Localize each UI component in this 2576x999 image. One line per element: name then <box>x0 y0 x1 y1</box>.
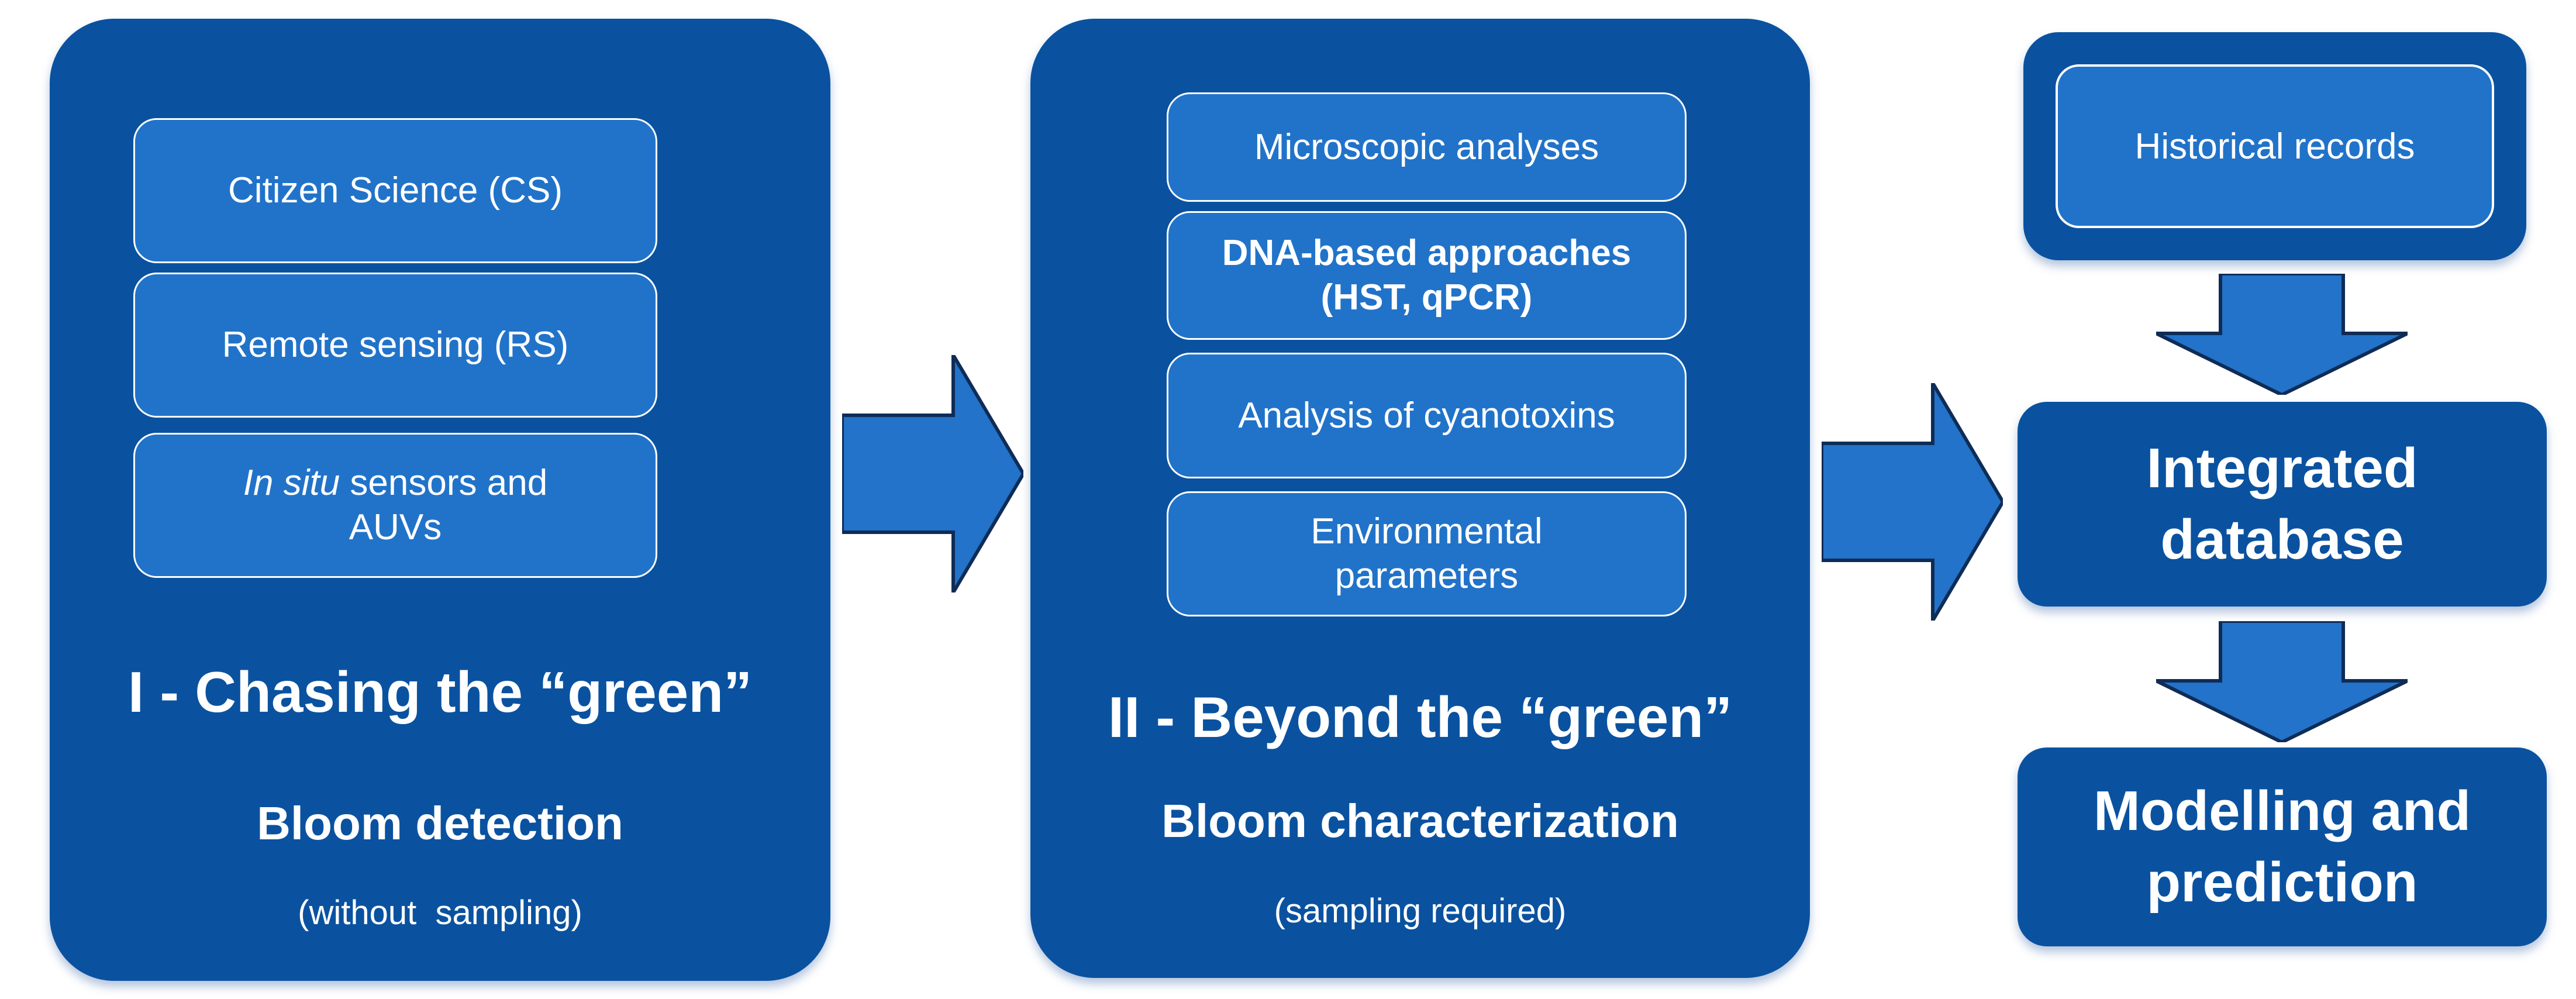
stage1-subtitle: Bloom detection <box>257 797 623 849</box>
method-label: Analysis of cyanotoxins <box>1238 395 1615 436</box>
method-label: Environmental parameters <box>1311 509 1542 598</box>
stage2-note: (sampling required) <box>1274 892 1567 930</box>
method-box-microscopic: Microscopic analyses <box>1167 92 1687 202</box>
method-label: In situ sensors and AUVs <box>243 461 547 550</box>
method-box-citizen-science: Citizen Science (CS) <box>133 118 657 263</box>
insitu-rest-text: sensors and <box>340 463 548 503</box>
modelling-line1-text: Modelling and <box>2093 780 2471 842</box>
historical-records-label: Historical records <box>2134 126 2415 167</box>
method-box-insitu-sensors: In situ sensors and AUVs <box>133 433 657 578</box>
integrated-line1-text: Integrated <box>2146 437 2418 500</box>
env-line1-text: Environmental <box>1311 511 1543 552</box>
flow-arrow-right-2 <box>1822 383 2003 621</box>
panel-bloom-detection: Citizen Science (CS) Remote sensing (RS)… <box>50 19 830 981</box>
dna-line2-text: (HST, qPCR) <box>1320 277 1533 318</box>
stage2-title: II - Beyond the “green” <box>1108 685 1733 749</box>
flow-arrow-right-1 <box>842 355 1023 592</box>
method-box-cyanotoxins: Analysis of cyanotoxins <box>1167 353 1687 478</box>
integrated-database-box: Integrated database <box>2018 402 2547 607</box>
panel-bloom-characterization: Microscopic analyses DNA-based approache… <box>1030 19 1810 978</box>
method-label: Remote sensing (RS) <box>222 325 569 365</box>
stage1-note: (without sampling) <box>298 894 582 932</box>
method-box-remote-sensing: Remote sensing (RS) <box>133 273 657 418</box>
flow-arrow-down-1 <box>2156 274 2408 395</box>
integrated-line2-text: database <box>2160 508 2404 571</box>
method-label: Microscopic analyses <box>1254 126 1599 167</box>
flow-arrow-down-2 <box>2156 621 2408 742</box>
modelling-prediction-box: Modelling and prediction <box>2018 747 2547 946</box>
integrated-database-label: Integrated database <box>2146 433 2418 576</box>
method-label: DNA-based approaches (HST, qPCR) <box>1222 231 1631 320</box>
insitu-italic-text: In situ <box>243 463 340 503</box>
historical-records-box: Historical records <box>2023 32 2526 260</box>
stage2-subtitle: Bloom characterization <box>1161 795 1679 847</box>
method-label: Citizen Science (CS) <box>228 170 563 211</box>
modelling-prediction-label: Modelling and prediction <box>2094 776 2471 918</box>
insitu-line2-text: AUVs <box>349 507 442 547</box>
method-box-dna-approaches: DNA-based approaches (HST, qPCR) <box>1167 211 1687 340</box>
env-line2-text: parameters <box>1334 556 1519 596</box>
method-box-environmental: Environmental parameters <box>1167 491 1687 616</box>
dna-line1-text: DNA-based approaches <box>1222 233 1632 273</box>
historical-records-inner-box: Historical records <box>2056 64 2494 228</box>
stage1-title: I - Chasing the “green” <box>127 660 753 724</box>
modelling-line2-text: prediction <box>2146 851 2418 914</box>
